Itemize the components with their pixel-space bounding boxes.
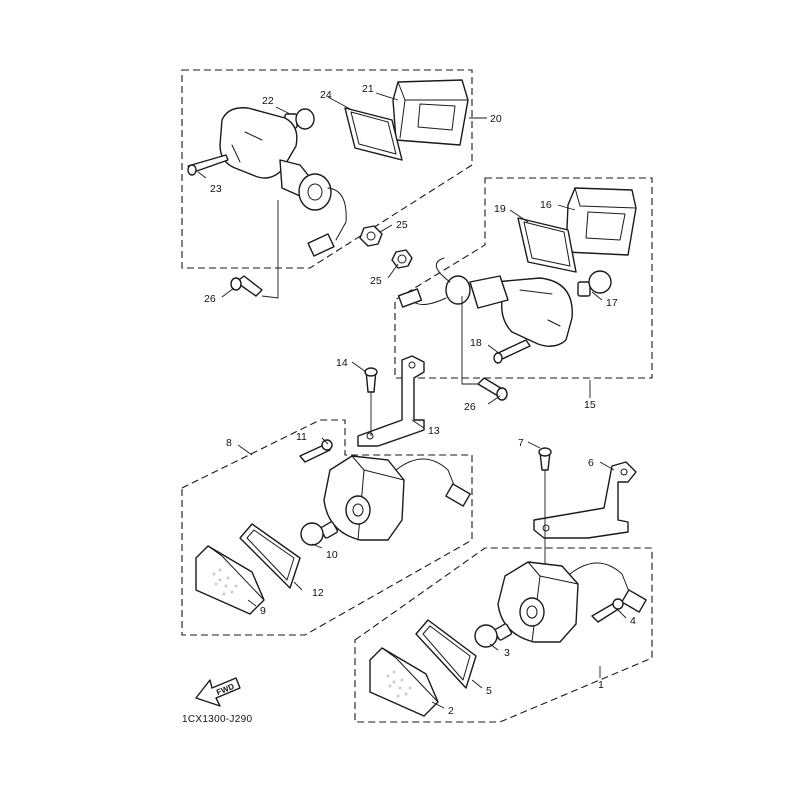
bulb-part-3 bbox=[474, 623, 513, 648]
callout-11: 11 bbox=[296, 431, 307, 443]
assembly-group-15 bbox=[391, 177, 653, 385]
assembly-group-20 bbox=[181, 69, 473, 269]
callout-25-lower: 25 bbox=[370, 275, 382, 287]
assembly-group-1 bbox=[354, 547, 653, 723]
callout-23: 23 bbox=[210, 183, 222, 195]
screw-part-14 bbox=[364, 367, 378, 436]
callout-18: 18 bbox=[470, 337, 482, 349]
callout-15: 15 bbox=[584, 399, 596, 411]
callout-2: 2 bbox=[448, 705, 454, 717]
callout-10: 10 bbox=[326, 549, 338, 561]
bolt-part-26-lower bbox=[477, 377, 508, 401]
leader-lines bbox=[197, 92, 627, 709]
screw-part-23 bbox=[187, 154, 229, 176]
callout-labels: 1 2 3 4 5 6 7 8 9 10 11 12 13 14 15 16 1… bbox=[204, 83, 636, 717]
callout-6: 6 bbox=[588, 457, 594, 469]
callout-17: 17 bbox=[606, 297, 618, 309]
bracket-part-6 bbox=[533, 461, 637, 539]
nut-part-25-lower bbox=[391, 249, 413, 269]
lens-part-2 bbox=[369, 647, 439, 717]
lens-part-21 bbox=[392, 79, 469, 146]
callout-5: 5 bbox=[486, 685, 492, 697]
bracket-part-13 bbox=[357, 355, 425, 447]
callout-13: 13 bbox=[428, 425, 440, 437]
nut-part-25-upper bbox=[359, 225, 383, 247]
callout-16: 16 bbox=[540, 199, 552, 211]
screw-part-4 bbox=[591, 598, 624, 623]
callout-4: 4 bbox=[630, 615, 636, 627]
callout-19: 19 bbox=[494, 203, 506, 215]
callout-26-upper: 26 bbox=[204, 293, 216, 305]
callout-25-upper: 25 bbox=[396, 219, 408, 231]
housing-body-1 bbox=[497, 561, 647, 643]
callout-9: 9 bbox=[260, 605, 266, 617]
lens-part-9 bbox=[195, 545, 265, 615]
screw-part-11 bbox=[299, 439, 333, 463]
bulb-part-10 bbox=[300, 521, 339, 546]
fwd-arrow-icon: FWD bbox=[195, 677, 241, 707]
callout-26-lower: 26 bbox=[464, 401, 476, 413]
callout-1: 1 bbox=[598, 679, 604, 691]
callout-8: 8 bbox=[226, 437, 232, 449]
callout-7: 7 bbox=[518, 437, 524, 449]
lens-part-16 bbox=[565, 187, 637, 256]
bulb-part-17 bbox=[577, 270, 612, 297]
housing-body-8 bbox=[323, 455, 471, 541]
gasket-part-12 bbox=[239, 523, 301, 589]
callout-3: 3 bbox=[504, 647, 510, 659]
drawing-code: 1CX1300-J290 bbox=[182, 714, 252, 725]
callout-14: 14 bbox=[336, 357, 348, 369]
screw-part-7 bbox=[538, 447, 552, 570]
callout-20: 20 bbox=[490, 113, 502, 125]
callout-24: 24 bbox=[320, 89, 332, 101]
gasket-part-19 bbox=[517, 217, 577, 273]
callout-21: 21 bbox=[362, 83, 374, 95]
gasket-part-24 bbox=[344, 107, 403, 161]
callout-12: 12 bbox=[312, 587, 324, 599]
callout-22: 22 bbox=[262, 95, 274, 107]
housing-body-15 bbox=[397, 257, 573, 347]
assembly-group-8 bbox=[181, 419, 473, 636]
housing-body-20 bbox=[219, 107, 347, 257]
gasket-part-5 bbox=[415, 619, 477, 689]
bolt-part-26-upper bbox=[230, 200, 279, 299]
screw-part-18 bbox=[493, 339, 531, 364]
